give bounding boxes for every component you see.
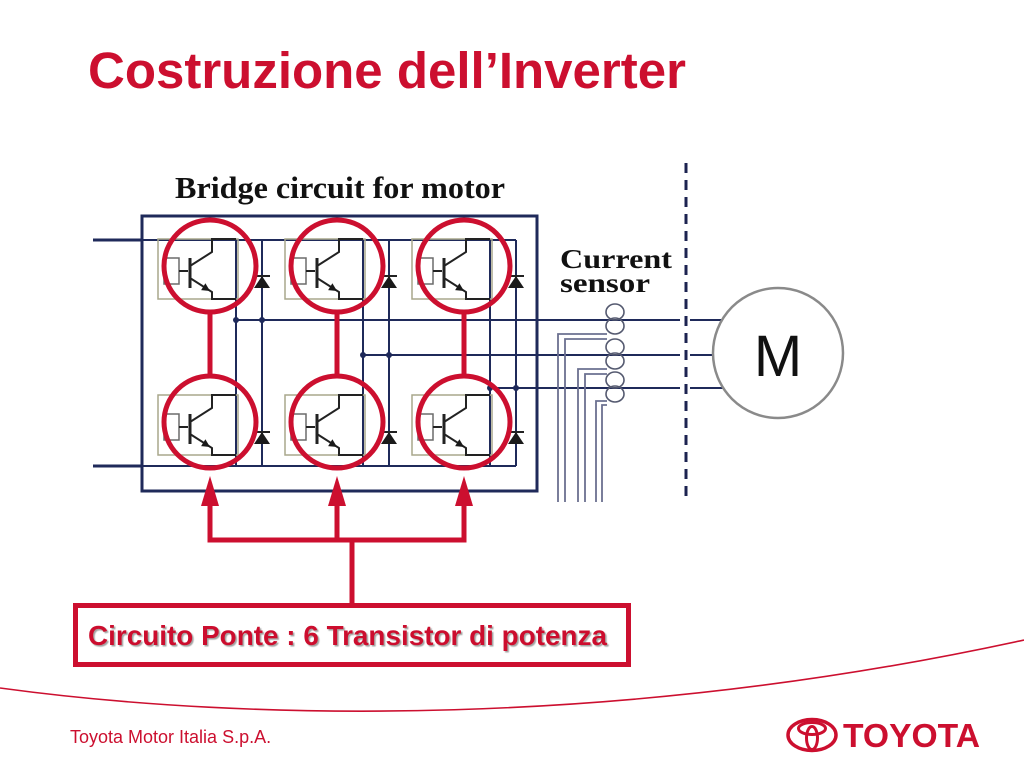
slide-title: Costruzione dell’Inverter bbox=[88, 42, 686, 99]
junction-dot bbox=[259, 317, 265, 323]
highlight-circle-lower-2 bbox=[288, 373, 386, 471]
motor-label: M bbox=[754, 324, 802, 389]
sensor-coil-icon bbox=[605, 317, 625, 335]
sensor-coil-icon bbox=[605, 352, 625, 370]
motor: M bbox=[690, 286, 845, 420]
callout-box: Circuito Ponte : 6 Transistor di potenza bbox=[73, 603, 631, 667]
arrow-up-icon bbox=[328, 476, 346, 506]
sensor-lead bbox=[564, 338, 607, 502]
emblem-horizontal-ring bbox=[797, 721, 827, 736]
sensor-lead bbox=[577, 368, 607, 502]
current-sensor: Current sensor bbox=[557, 244, 672, 502]
highlight-circle-lower-3 bbox=[415, 373, 513, 471]
toyota-emblem-icon bbox=[786, 717, 838, 753]
highlight-circle-lower-1 bbox=[161, 373, 259, 471]
junction-dot bbox=[360, 352, 366, 358]
footer-company-name: Toyota Motor Italia S.p.A. bbox=[70, 727, 272, 747]
callout-arrows bbox=[201, 476, 473, 606]
current-sensor-label-line2: sensor bbox=[560, 268, 650, 298]
toyota-logo: TOYOTA bbox=[786, 717, 980, 754]
sensor-coil-icon bbox=[605, 303, 625, 321]
sensor-coil-icon bbox=[605, 385, 625, 403]
callout-text: Circuito Ponte : 6 Transistor di potenza bbox=[88, 620, 607, 651]
arrow-up-icon bbox=[455, 476, 473, 506]
sensor-lead bbox=[584, 373, 607, 502]
sensor-coil-icon bbox=[605, 338, 625, 356]
sensor-lead bbox=[557, 333, 607, 502]
phase-leg-1 bbox=[156, 237, 272, 466]
motor-circle-icon bbox=[711, 286, 845, 420]
sensor-lead bbox=[595, 400, 607, 502]
sensor-lead bbox=[601, 404, 607, 502]
junction-dot bbox=[513, 385, 519, 391]
diagram-heading: Bridge circuit for motor bbox=[175, 170, 505, 205]
footer-swoosh-line bbox=[0, 639, 1024, 712]
junction-dot bbox=[233, 317, 239, 323]
highlight-circle-upper-3 bbox=[415, 217, 513, 315]
highlight-circle-upper-1 bbox=[161, 217, 259, 315]
sensor-coil-icon bbox=[605, 371, 625, 389]
bridge-circuit-diagram: Bridge circuit for motor bbox=[93, 163, 845, 502]
highlight-circle-upper-2 bbox=[288, 217, 386, 315]
phase-leg-3 bbox=[410, 237, 526, 466]
junction-dot bbox=[386, 352, 392, 358]
emblem-vertical-ring bbox=[805, 725, 819, 751]
arrow-up-icon bbox=[201, 476, 219, 506]
current-sensor-label-line1: Current bbox=[560, 244, 672, 274]
logo-wordmark: TOYOTA bbox=[843, 717, 980, 754]
transistor-highlights bbox=[161, 217, 513, 471]
callout-frame bbox=[73, 603, 631, 667]
